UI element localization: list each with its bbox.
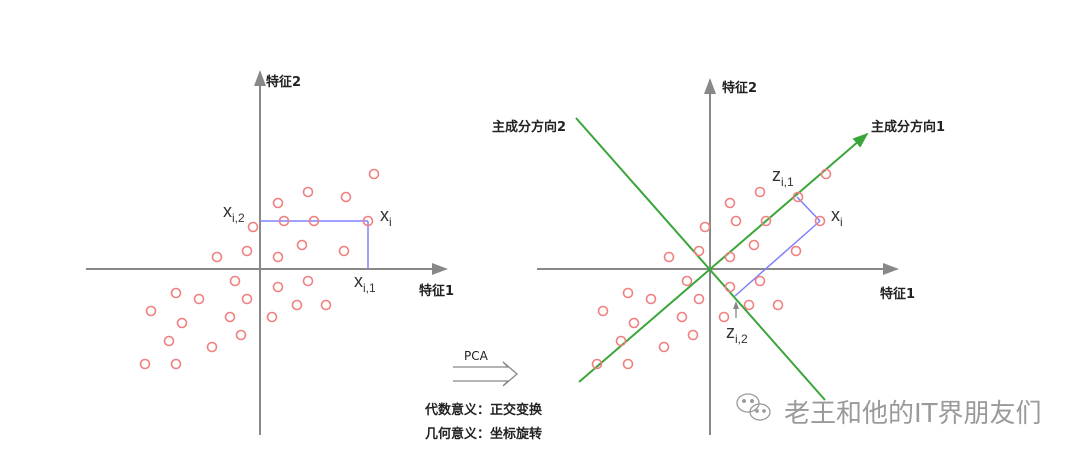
data-point [658,341,670,353]
pc2-label: 主成分方向2 [492,119,566,135]
data-point [724,281,736,293]
data-point [792,191,804,203]
data-point [320,299,332,311]
right-xi-label: xi [831,205,843,229]
data-point [278,215,290,227]
data-point [193,293,205,305]
right-projection-z2 [734,220,821,297]
data-point [615,335,627,347]
right-points [591,168,832,370]
data-point [687,329,699,341]
hollow-arrow-icon [453,361,518,387]
data-point [645,293,657,305]
data-point [145,305,157,317]
data-point [628,317,640,329]
data-point [676,311,688,323]
pc1-label: 主成分方向1 [871,119,945,135]
right-x-axis-label: 特征1 [880,286,915,302]
data-point [170,287,182,299]
data-point [718,311,730,323]
data-point [235,329,247,341]
principal-axis-1 [578,132,869,383]
data-point [622,287,634,299]
right-plot: 特征2 特征1 主成分方向1 主成分方向2 xi zi,1 zi,2 [492,78,945,435]
data-point [820,168,832,180]
data-point [772,299,784,311]
data-point [724,251,736,263]
data-point [170,358,182,370]
z1-label: zi,1 [772,165,794,189]
data-point [302,186,314,198]
data-point [699,221,711,233]
data-point [272,281,284,293]
data-point [211,251,223,263]
data-point [206,341,218,353]
data-point [247,221,259,233]
data-point [693,293,705,305]
algebraic-meaning: 代数意义：正交变换 [424,402,543,418]
left-x-axis-label: 特征1 [419,283,454,299]
data-point [748,239,760,251]
data-point [622,358,634,370]
wechat-icon [736,393,771,421]
right-y-axis-label: 特征2 [722,80,757,96]
data-point [724,197,736,209]
data-point [591,358,603,370]
left-xi-label: xi [380,205,392,229]
data-point [340,191,352,203]
data-point [308,215,320,227]
data-point [302,275,314,287]
pca-transform: PCA 代数意义：正交变换 几何意义：坐标旋转 [424,349,543,442]
data-point [597,305,609,317]
data-point [663,251,675,263]
principal-axis-2 [575,117,826,401]
data-point [754,275,766,287]
left-plot: 特征2 特征1 xi xi,1 xi,2 [86,70,454,435]
z2-label: zi,2 [726,322,748,346]
data-point [163,335,175,347]
data-point [681,275,693,287]
left-xi2-label: xi,2 [223,201,245,225]
left-y-axis-label: 特征2 [266,74,301,90]
data-point [693,245,705,257]
data-point [296,239,308,251]
data-point [368,168,380,180]
data-point [362,215,374,227]
data-point [272,197,284,209]
pca-arrow-label: PCA [464,349,489,363]
data-point [266,311,278,323]
data-point [814,215,826,227]
data-point [790,245,802,257]
watermark-text: 老王和他的IT界朋友们 [784,399,1042,429]
data-point [272,251,284,263]
data-point [338,245,350,257]
left-points [139,168,380,370]
data-point [760,215,772,227]
watermark: 老王和他的IT界朋友们 [736,393,1042,429]
data-point [224,311,236,323]
data-point [229,275,241,287]
data-point [730,215,742,227]
left-xi1-label: xi,1 [354,271,376,295]
geometric-meaning: 几何意义：坐标旋转 [425,426,542,442]
data-point [743,299,755,311]
data-point [139,358,151,370]
data-point [241,293,253,305]
data-point [754,186,766,198]
data-point [241,245,253,257]
data-point [176,317,188,329]
data-point [291,299,303,311]
